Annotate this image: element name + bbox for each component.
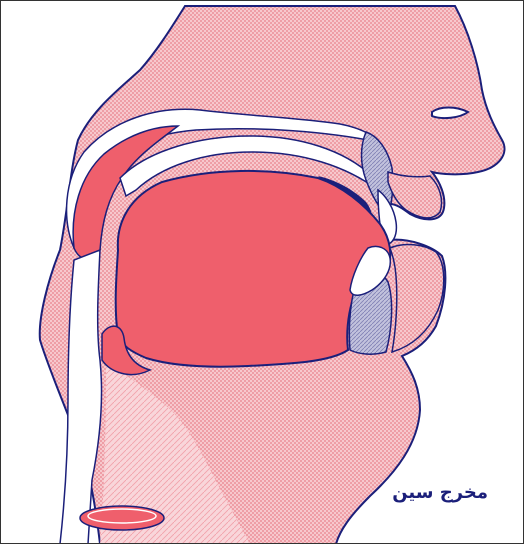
upper-lip	[388, 172, 442, 218]
diagram-caption: مخرج سین	[338, 482, 488, 503]
lower-lip	[390, 245, 444, 352]
